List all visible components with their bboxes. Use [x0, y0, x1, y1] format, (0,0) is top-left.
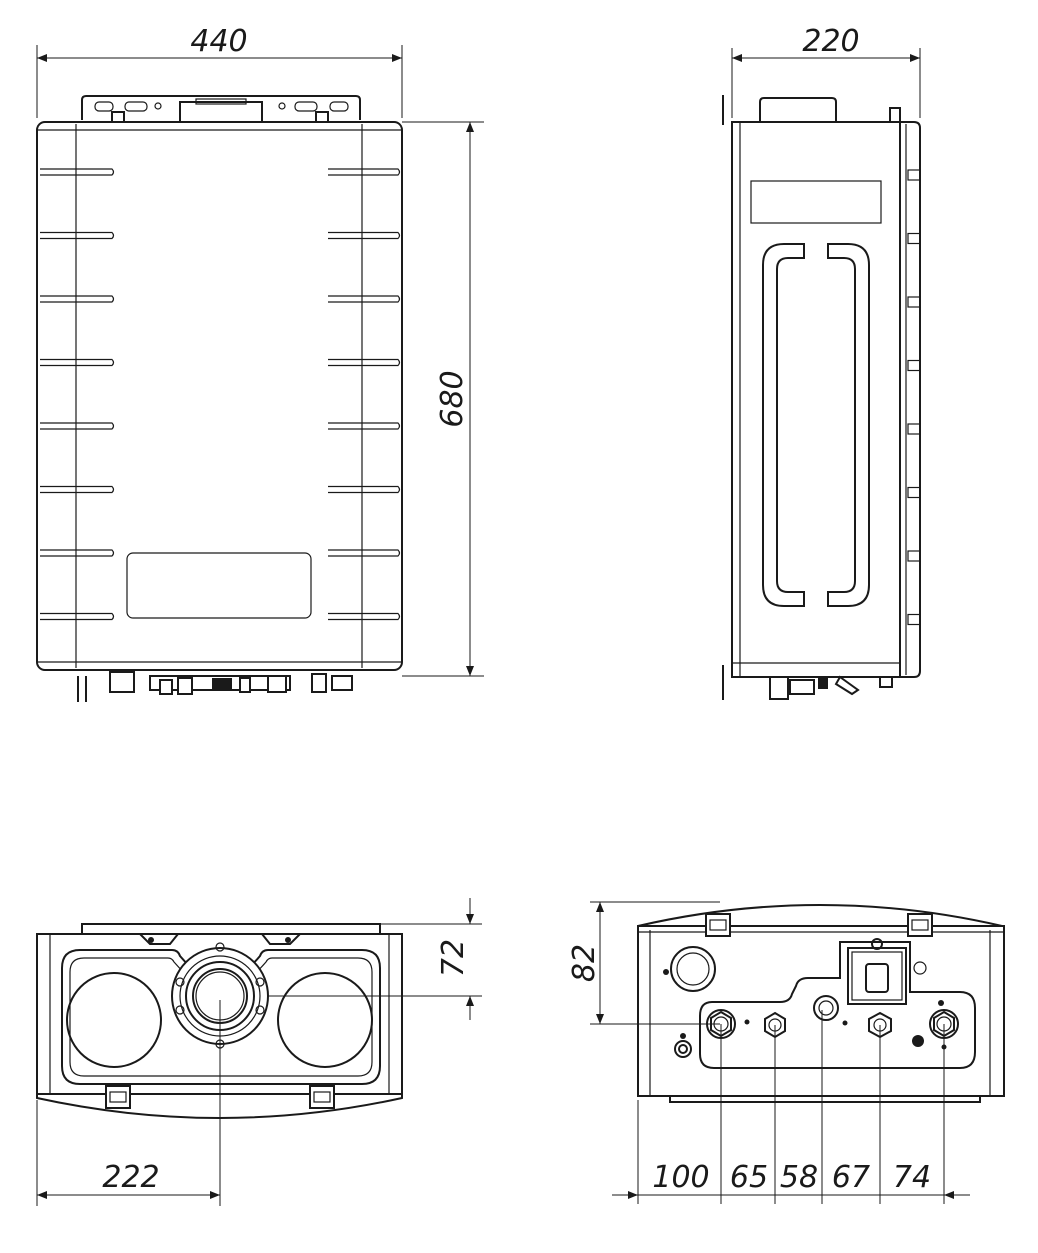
dim-top-flue-position: 222: [36, 1000, 221, 1206]
cover-rib-tab: [907, 486, 921, 499]
dim-label-82: 82: [567, 944, 602, 982]
dim-bottom-connections: 100 65 58 67 74: [612, 1010, 970, 1204]
front-label-plate: [126, 552, 312, 619]
rib-slot: [328, 168, 401, 176]
rib-slot: [40, 168, 115, 176]
rib-slot: [328, 612, 401, 621]
dim-label-222: 222: [102, 1160, 159, 1195]
rib-slot: [328, 549, 401, 557]
side-display-window: [750, 180, 882, 224]
rib-slot: [40, 295, 115, 303]
left-air-opening: [66, 972, 162, 1068]
dim-side-depth: 220: [731, 24, 921, 118]
rib-slot: [328, 231, 401, 240]
side-cover-ribs: [907, 169, 921, 626]
cover-rib-tab: [907, 613, 921, 626]
right-handle: [827, 243, 870, 607]
rib-slot: [40, 231, 115, 240]
right-air-opening: [277, 972, 373, 1068]
rib-slot: [40, 485, 115, 494]
dim-label-440: 440: [190, 24, 247, 59]
rib-slot: [328, 295, 401, 303]
cover-rib-tab: [907, 232, 921, 245]
dim-label-100: 100: [652, 1160, 709, 1195]
dim-label-58: 58: [780, 1160, 818, 1195]
rib-slot: [328, 422, 401, 430]
side-view: [722, 95, 921, 700]
cover-rib-tab: [907, 550, 921, 562]
front-cover-edge: [899, 121, 921, 678]
rib-slot: [40, 422, 115, 430]
flue-collar: [171, 942, 269, 1049]
front-view: [36, 95, 403, 702]
rib-slot: [40, 358, 115, 367]
rib-slot: [328, 358, 401, 367]
dim-label-74: 74: [893, 1160, 931, 1195]
dim-label-72: 72: [436, 939, 471, 977]
front-bottom-fittings: [77, 671, 353, 702]
bottom-view: [637, 904, 1005, 1103]
left-handle: [762, 243, 805, 607]
side-casing: [731, 121, 901, 678]
dim-front-height: 680: [402, 121, 484, 677]
gas-valve-box: [847, 938, 907, 1005]
dim-front-width: 440: [36, 24, 403, 118]
front-casing: [36, 121, 403, 671]
connection-plate: [699, 941, 976, 1069]
dim-bottom-depth: 82: [567, 901, 720, 1025]
front-side-ribs: [40, 168, 401, 621]
cover-rib-tab: [907, 296, 921, 308]
dim-top-flue-offset: 72: [268, 898, 482, 1020]
dim-label-67: 67: [832, 1160, 870, 1195]
rib-slot: [40, 549, 115, 557]
mounting-bracket: [81, 95, 361, 123]
cover-rib-tab: [907, 423, 921, 435]
rib-slot: [40, 612, 115, 621]
cover-rib-tab: [907, 169, 921, 181]
flue-fitting: [670, 946, 716, 992]
connection-3: [813, 995, 839, 1021]
cover-rib-tab: [907, 359, 921, 372]
dim-label-680: 680: [435, 370, 470, 427]
dim-label-65: 65: [730, 1160, 768, 1195]
rib-slot: [328, 485, 401, 494]
dim-label-220: 220: [802, 24, 859, 59]
